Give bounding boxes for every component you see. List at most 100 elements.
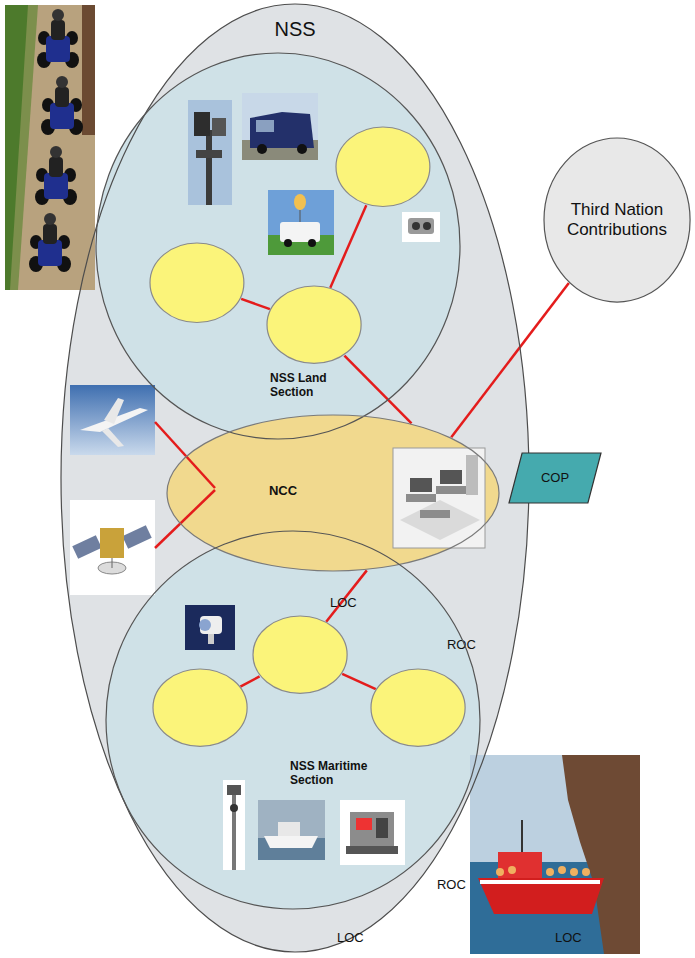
equipment-picture (346, 846, 398, 854)
equipment-picture (350, 812, 394, 846)
external-circle: Third Nation Contributions (543, 137, 691, 303)
satellite-picture (70, 500, 155, 595)
boat-photo (478, 878, 604, 914)
centre-label: LOC (555, 931, 651, 946)
sensor-pole-picture (230, 804, 238, 812)
ellipse-shape (153, 669, 247, 746)
system-region: LOCLOCROCNSS Land SectionNCCROCLOCLOCNSS… (60, 3, 530, 953)
centre-circle: LOC (370, 668, 466, 747)
uav-photo (102, 428, 124, 447)
vehicle-photo (297, 144, 307, 154)
centre-circle: LOC (335, 126, 431, 207)
section-title: NSS Land Section (270, 372, 354, 400)
quad-bike-photo (41, 76, 83, 135)
link-line (241, 299, 270, 309)
balloon-vehicle-photo (308, 239, 316, 247)
link-line (342, 674, 376, 689)
maritime-camera-picture (185, 605, 235, 650)
control-room-picture (393, 448, 485, 548)
quad-bike-photo (37, 9, 79, 68)
equipment-picture (356, 818, 372, 830)
quad-bike-photo (5, 5, 95, 290)
boat-photo (546, 868, 554, 876)
section-region: ROCLOCLOCNSS Maritime Section (105, 530, 481, 910)
boat-photo (470, 755, 640, 954)
equipment-picture (376, 818, 388, 838)
control-room-picture (466, 455, 478, 495)
balloon-vehicle-photo (294, 194, 306, 210)
link-line (330, 205, 366, 288)
quad-bike-photo (5, 5, 95, 290)
satellite-picture (122, 525, 151, 549)
boat-photo (558, 866, 566, 874)
link-line (240, 676, 259, 686)
balloon-vehicle-photo (280, 222, 320, 242)
ellipse-shape (544, 138, 690, 302)
vehicle-photo (242, 93, 318, 160)
centre-circle: ROC (252, 615, 348, 694)
control-room-picture (410, 478, 432, 492)
ellipse-shape (253, 616, 347, 693)
centre-circle-outline (149, 242, 245, 323)
camera-picture (402, 212, 440, 242)
centre-circle-outline (335, 126, 431, 207)
region-fill (96, 53, 460, 439)
camera-picture (412, 222, 420, 230)
balloon-vehicle-photo (268, 190, 334, 255)
camera-picture (408, 218, 434, 234)
sensor-pole-picture (227, 785, 241, 795)
patrol-boat-picture (258, 800, 325, 860)
uav-photo (70, 385, 155, 455)
vehicle-photo (257, 144, 267, 154)
region-fill (106, 531, 480, 909)
ellipse-shape (106, 531, 480, 909)
radar-tower-photo (212, 118, 226, 136)
satellite-picture (70, 500, 155, 595)
centre-circle: ROC (266, 285, 362, 364)
quad-bike-photo (35, 146, 77, 205)
centre-circle: LOC (149, 242, 245, 323)
region-fill (61, 4, 529, 952)
radar-tower-photo (196, 150, 222, 158)
radar-tower-photo (188, 100, 232, 205)
maritime-camera-picture (200, 616, 222, 634)
balloon-vehicle-photo (268, 190, 334, 255)
radar-tower-photo (188, 100, 232, 205)
satellite-picture (72, 535, 101, 559)
satellite-picture (100, 528, 124, 558)
section-region: LOC LOC ROC NSS Land Section (95, 52, 461, 440)
maritime-camera-picture (185, 605, 235, 650)
uav-photo (70, 385, 155, 455)
ellipse-shape (150, 243, 244, 322)
patrol-boat-picture (258, 800, 325, 860)
centre-circle-outline (370, 668, 466, 747)
centre-label: ROC (447, 638, 531, 653)
balloon-vehicle-photo (284, 239, 292, 247)
boat-photo (570, 868, 578, 876)
region-title: NSS (245, 18, 345, 41)
centre-circle-outline (152, 668, 248, 747)
centre-circle-outline (252, 615, 348, 694)
boat-photo (480, 880, 600, 884)
quad-bike-photo (82, 5, 95, 135)
control-room-picture (406, 494, 436, 502)
boat-photo (508, 866, 516, 874)
section-title: NSS Maritime Section (290, 760, 386, 788)
quad-bike-photo (5, 5, 28, 290)
boat-photo (496, 868, 504, 876)
maritime-camera-picture (208, 634, 214, 644)
patrol-boat-picture (278, 822, 300, 836)
camera-picture (402, 212, 440, 242)
centre-circle: LOC (152, 668, 248, 747)
satellite-picture (112, 558, 113, 568)
patrol-boat-picture (264, 836, 318, 848)
centre-label: LOC (337, 931, 433, 946)
centre-label: NCC (258, 484, 308, 499)
equipment-picture (340, 800, 405, 865)
picture-label: COP (541, 471, 569, 486)
boat-photo (498, 852, 542, 878)
ellipse-shape (371, 669, 465, 746)
parallelogram-shape (509, 453, 601, 503)
